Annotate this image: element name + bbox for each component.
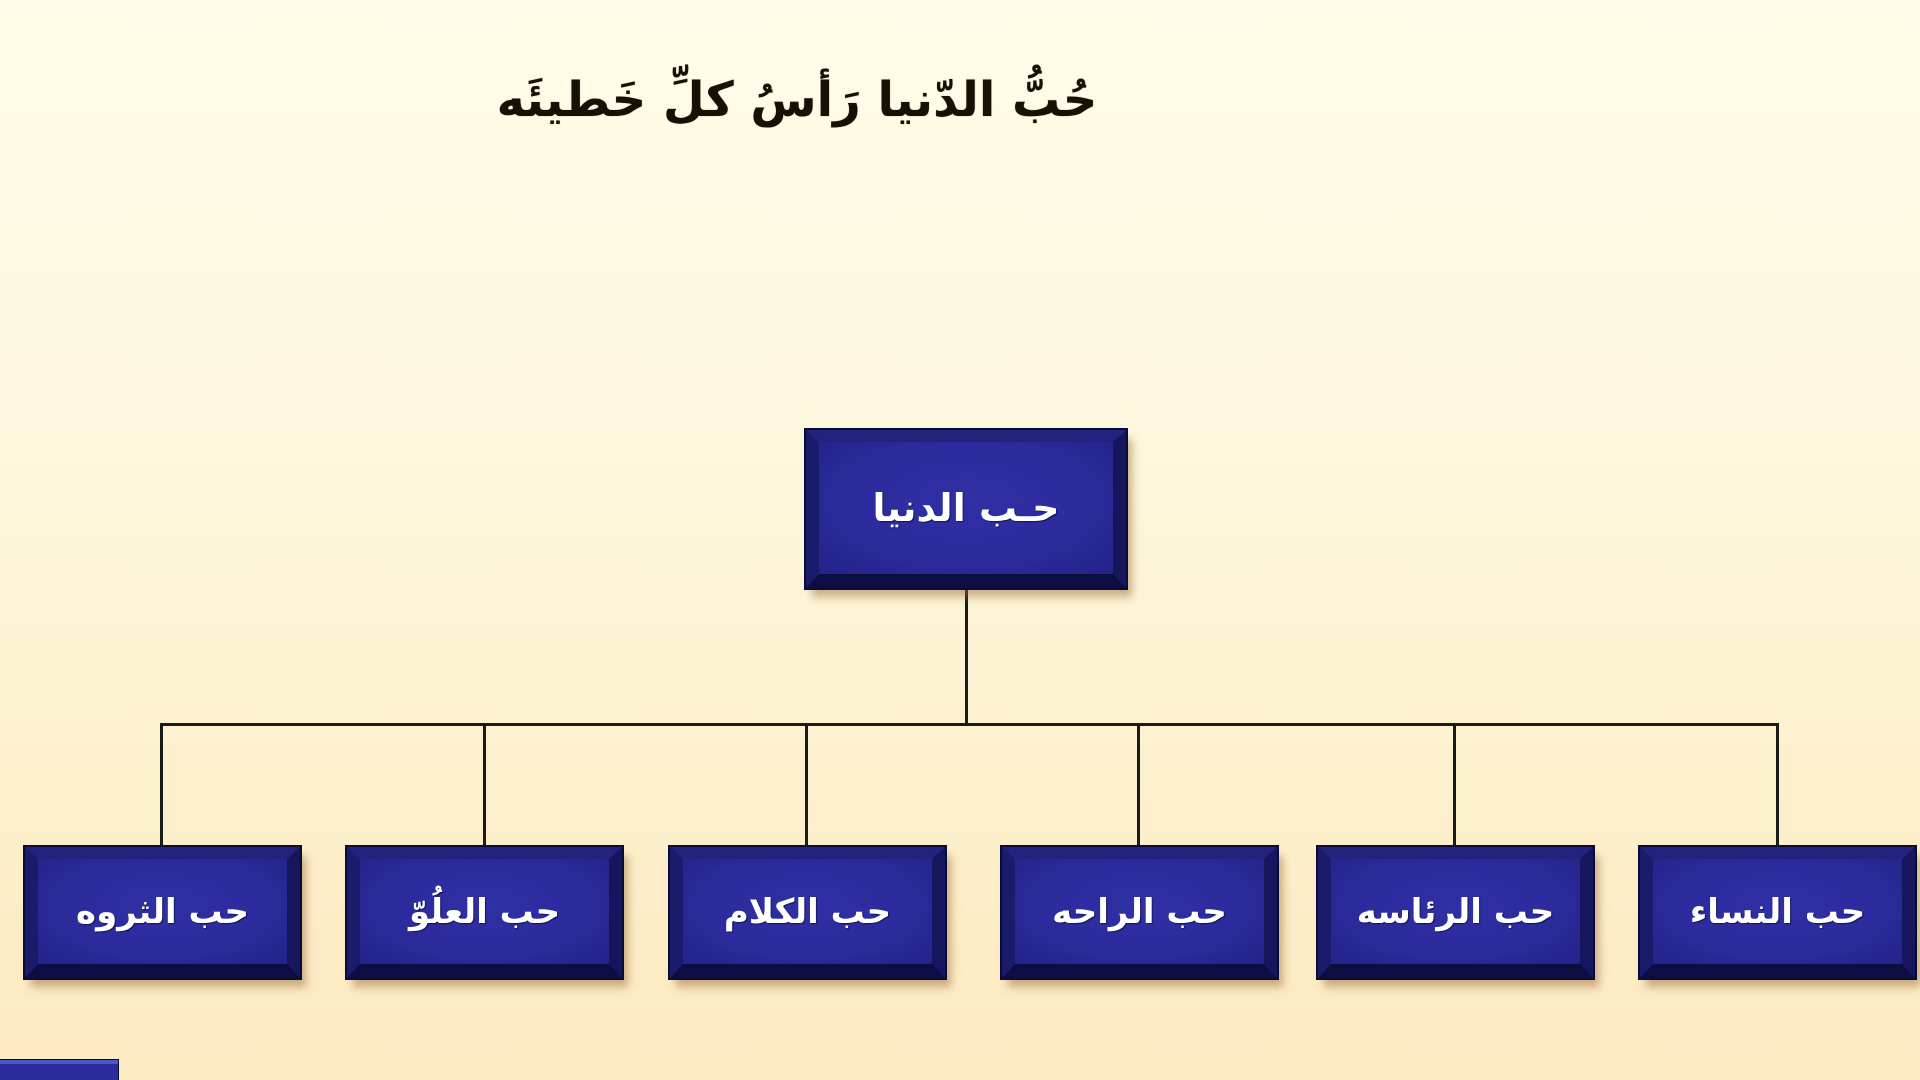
child-node-label: حب الثروه (76, 891, 249, 932)
connector-drop-speech (805, 725, 808, 848)
connector-drop-superiority (483, 725, 486, 848)
page-title: حُبُّ الدّنيا رَأسُ كلِّ خَطيئَه (496, 72, 1098, 128)
child-node-label: حب الراحه (1052, 891, 1227, 932)
child-node-label: حب النساء (1689, 891, 1866, 932)
child-node-leadership: حب الرئاسه (1318, 847, 1593, 978)
child-node-women: حب النساء (1640, 847, 1915, 978)
connector-drop-comfort (1137, 725, 1140, 848)
connector-rail (160, 723, 1779, 726)
root-node-love-of-world: حـب الدنيا (806, 430, 1126, 588)
connector-drop-leadership (1453, 725, 1456, 848)
connector-drop-women (1776, 725, 1779, 848)
connector-drop-wealth (160, 725, 163, 848)
child-node-comfort: حب الراحه (1002, 847, 1277, 978)
partial-node-bottom-left (0, 1060, 118, 1080)
child-node-wealth: حب الثروه (25, 847, 300, 978)
child-node-speech: حب الكلام (670, 847, 945, 978)
child-node-label: حب العلُوّ (408, 891, 561, 932)
root-node-label: حـب الدنيا (872, 486, 1060, 530)
child-node-superiority: حب العلُوّ (347, 847, 622, 978)
connector-root-vertical (965, 586, 968, 725)
child-node-label: حب الكلام (723, 891, 892, 932)
child-node-label: حب الرئاسه (1356, 891, 1555, 932)
